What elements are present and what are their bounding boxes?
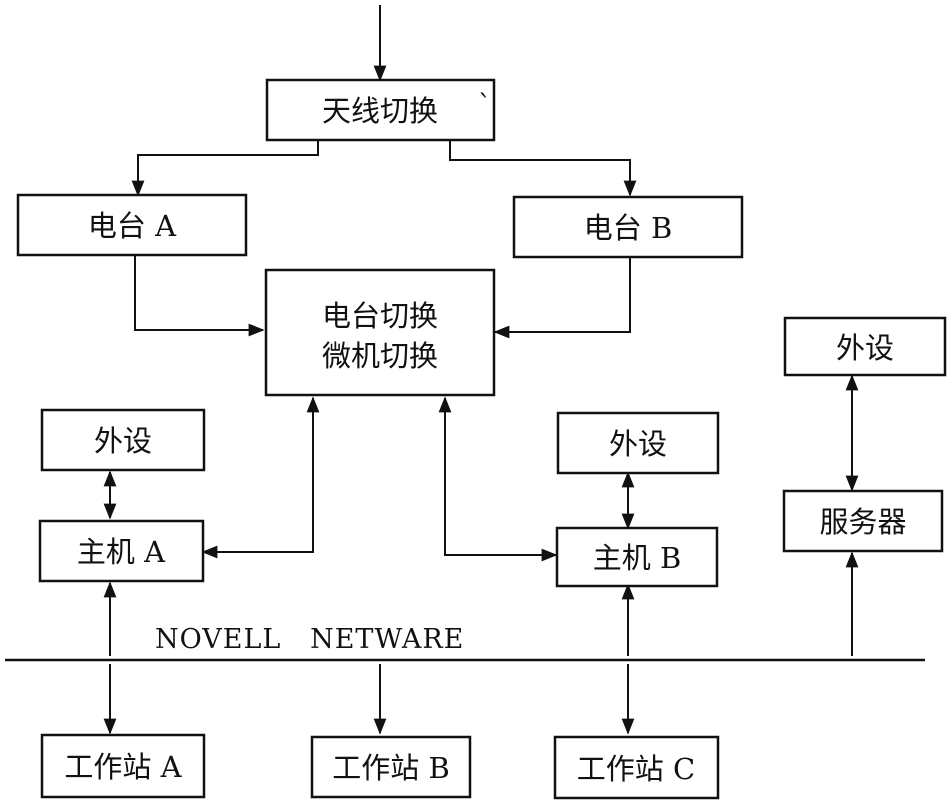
station-b-box: 电台 B bbox=[512, 195, 744, 259]
antenna-tick-mark: ` bbox=[478, 90, 493, 121]
station-b-to-switch-arrow bbox=[493, 258, 631, 339]
antenna-switch-box: 天线切换 bbox=[265, 78, 496, 142]
server-box: 服务器 bbox=[782, 489, 944, 553]
antenna-to-station-b-arrow bbox=[449, 140, 637, 197]
ws-c-label: 工作站 C bbox=[577, 752, 695, 786]
host-a-label: 主机 A bbox=[77, 535, 166, 569]
network-label: NOVELL NETWARE bbox=[155, 624, 464, 655]
antenna-switch-label: 天线切换 bbox=[322, 94, 438, 128]
switch-label-line1: 电台切换 bbox=[322, 299, 438, 333]
host-a-switch-link bbox=[201, 396, 320, 559]
ws-c-box: 工作站 C bbox=[553, 735, 720, 800]
host-b-switch-link bbox=[438, 396, 558, 562]
switch-label-line2: 微机切换 bbox=[322, 339, 438, 373]
ws-b-box: 工作站 B bbox=[310, 735, 472, 799]
station-b-label: 电台 B bbox=[584, 211, 673, 245]
host-a-box: 主机 A bbox=[38, 519, 205, 583]
periph-right-box: 外设 bbox=[783, 316, 947, 377]
periph-mid-box: 外设 bbox=[556, 411, 720, 475]
station-a-box: 电台 A bbox=[16, 193, 248, 257]
periph-mid-label: 外设 bbox=[609, 427, 667, 461]
ws-a-label: 工作站 A bbox=[64, 750, 182, 784]
antenna-to-station-a-arrow bbox=[131, 140, 319, 197]
ws-a-box: 工作站 A bbox=[40, 733, 206, 799]
periph-left-label: 外设 bbox=[94, 424, 152, 458]
ws-b-label: 工作站 B bbox=[332, 751, 450, 785]
periph-right-label: 外设 bbox=[836, 331, 894, 365]
switch-box: 电台切换 微机切换 bbox=[264, 268, 496, 397]
connectors bbox=[5, 5, 925, 735]
host-b-label: 主机 B bbox=[593, 541, 682, 575]
station-a-label: 电台 A bbox=[88, 209, 177, 243]
station-a-to-switch-arrow bbox=[134, 255, 265, 337]
periph-left-box: 外设 bbox=[40, 408, 206, 472]
host-b-box: 主机 B bbox=[555, 526, 719, 588]
server-label: 服务器 bbox=[819, 505, 906, 539]
